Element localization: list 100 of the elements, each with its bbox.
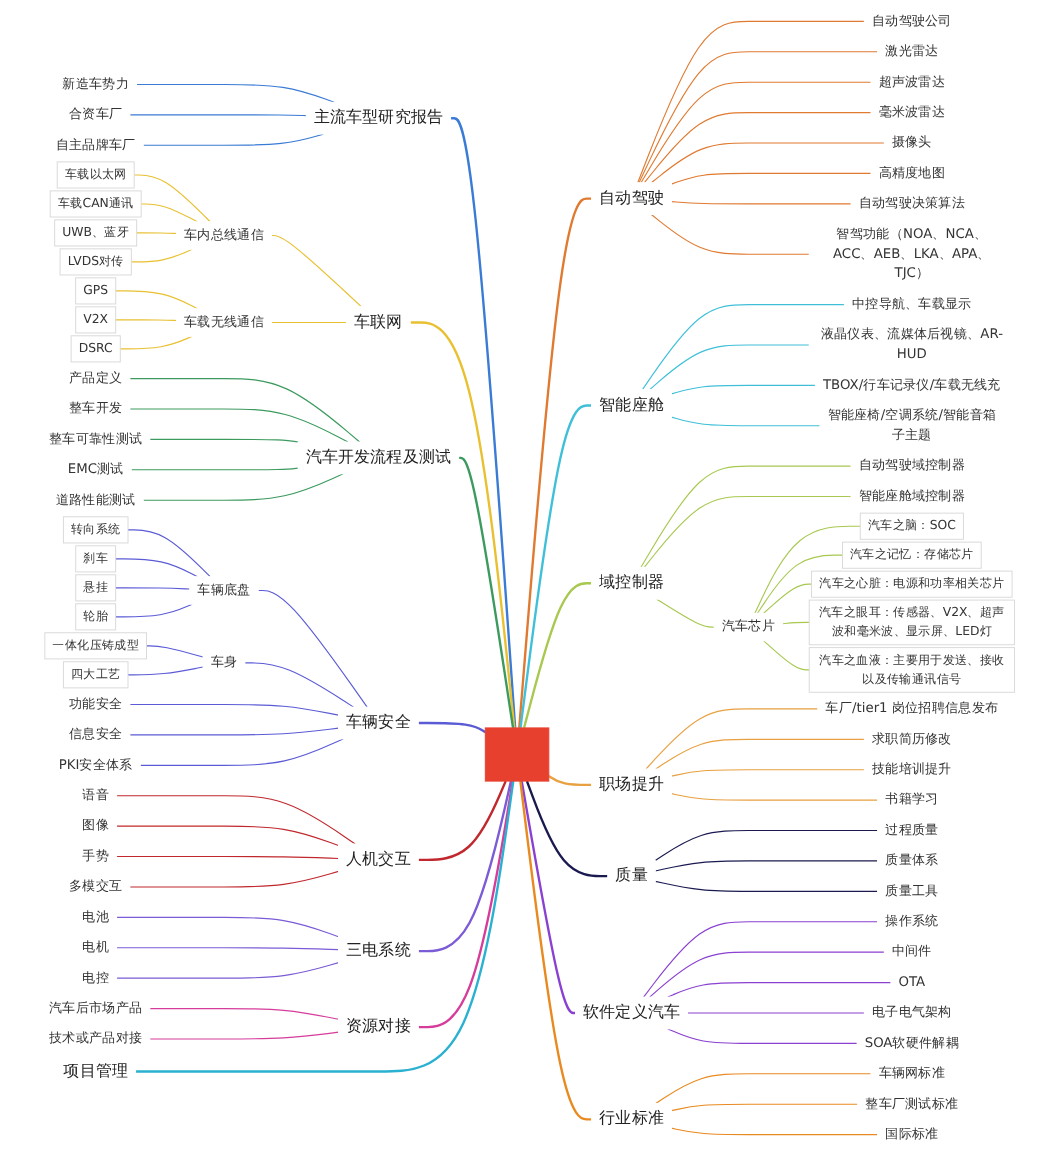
- connector: [127, 529, 211, 578]
- connector: [670, 769, 865, 777]
- node-box: [59, 248, 132, 276]
- connector: [670, 1127, 879, 1136]
- connector: [149, 1008, 340, 1020]
- connector: [270, 321, 348, 324]
- node-box: [70, 335, 121, 363]
- connector: [257, 589, 368, 708]
- node-box: [75, 277, 117, 305]
- node-box: [44, 632, 147, 660]
- connector: [418, 721, 486, 734]
- connector: [139, 738, 344, 766]
- connector: [654, 880, 879, 892]
- connector: [133, 174, 211, 223]
- connector: [136, 83, 335, 103]
- connector: [142, 473, 344, 501]
- node-box: [62, 661, 129, 689]
- node-box: [49, 190, 142, 218]
- connector: [130, 248, 193, 263]
- node-box: [842, 541, 982, 569]
- node-text: 项目管理: [63, 1061, 128, 1081]
- connector: [418, 780, 507, 862]
- connector: [643, 112, 872, 184]
- connector: [140, 203, 199, 223]
- connector: [149, 438, 299, 443]
- node-text: 行业标准: [599, 1109, 664, 1129]
- connector: [654, 829, 879, 862]
- connector: [670, 1103, 859, 1112]
- connector: [650, 142, 885, 184]
- connector: [519, 780, 592, 1121]
- connector: [637, 20, 865, 184]
- connector: [116, 916, 340, 938]
- connector: [655, 738, 865, 770]
- node-box: [56, 161, 135, 189]
- connector: [756, 554, 844, 614]
- connector: [244, 662, 355, 708]
- connector: [410, 321, 516, 729]
- node-box: [75, 603, 117, 631]
- connector: [145, 645, 204, 658]
- connector: [640, 465, 852, 568]
- connector: [115, 603, 193, 618]
- connector: [638, 51, 879, 184]
- node-text: 三电系统: [346, 940, 411, 960]
- connector: [450, 117, 517, 728]
- node-box: [859, 512, 964, 540]
- connector: [641, 304, 845, 391]
- connector: [116, 795, 356, 845]
- node-text: 域控制器: [599, 573, 664, 593]
- node-box: [75, 306, 117, 334]
- connector: [650, 213, 810, 255]
- connector: [116, 947, 340, 951]
- connector: [525, 780, 608, 878]
- node-text: 资源对接: [346, 1016, 411, 1036]
- connector: [418, 780, 514, 1029]
- connector: [520, 780, 576, 1015]
- node-box: [808, 599, 1015, 646]
- connector: [763, 583, 813, 614]
- connector: [127, 666, 204, 676]
- connector: [782, 621, 810, 625]
- connector: [129, 870, 340, 888]
- node-text: 智能座舱: [599, 395, 664, 415]
- connector: [649, 344, 810, 391]
- node-text: 质量: [615, 865, 648, 885]
- connector: [119, 335, 193, 350]
- connector: [116, 825, 340, 847]
- node-text: 车联网: [354, 312, 403, 332]
- node-box: [811, 570, 1013, 598]
- connector: [670, 416, 821, 427]
- connector: [518, 197, 592, 728]
- node-text: 车辆安全: [346, 712, 411, 732]
- connector: [136, 232, 178, 235]
- connector: [654, 860, 879, 872]
- connector: [129, 378, 361, 443]
- connector: [129, 408, 349, 443]
- connector: [519, 404, 592, 729]
- connector: [754, 525, 861, 614]
- connector: [670, 201, 852, 205]
- connector: [116, 855, 340, 860]
- connector: [522, 582, 592, 729]
- connector: [643, 921, 879, 998]
- connector: [763, 640, 810, 671]
- connector: [670, 172, 872, 185]
- node-text: 职场提升: [599, 774, 664, 794]
- connector: [115, 587, 191, 590]
- connector: [548, 774, 592, 787]
- node-box: [75, 574, 117, 602]
- node-text: 自动驾驶: [599, 188, 664, 208]
- connector: [129, 114, 307, 117]
- connector: [142, 133, 324, 146]
- node-box: [62, 516, 129, 544]
- node-text: 汽车开发流程及测试: [305, 447, 452, 467]
- connector: [667, 982, 892, 998]
- connector: [667, 1028, 858, 1044]
- connector: [129, 727, 340, 736]
- connector: [115, 558, 199, 578]
- node-box: [54, 219, 138, 247]
- node-text: 主流车型研究报告: [313, 107, 444, 127]
- connector: [130, 467, 299, 471]
- connector: [116, 962, 340, 979]
- connector: [670, 384, 816, 395]
